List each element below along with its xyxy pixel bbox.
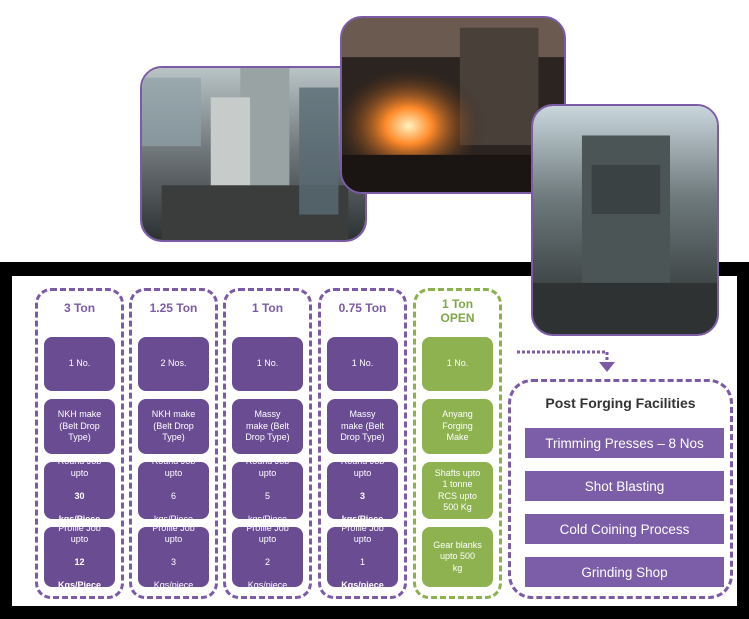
hammer-column-3-ton: 3 Ton 1 No. NKH make (Belt Drop Type) Ro… (35, 288, 124, 599)
make-cell: NKH make (Belt Drop Type) (44, 399, 115, 454)
hammer-column-1-25-ton: 1.25 Ton 2 Nos. NKH make (Belt Drop Type… (129, 288, 218, 599)
round-job-unit: kgs/Piece (153, 513, 193, 524)
flow-arrow-icon (517, 350, 615, 372)
profile-job-value: 12 (74, 557, 85, 567)
profile-job-unit: Kgs/piece (341, 580, 384, 590)
make-cell: NKH make (Belt Drop Type) (138, 399, 209, 454)
shafts-cell: Shafts upto 1 tonne RCS upto 500 Kg (422, 462, 493, 519)
quantity-cell: 1 No. (44, 337, 115, 391)
round-job-label: Round Job upto (57, 456, 102, 478)
column-title: 1 Ton (251, 301, 284, 315)
round-job-unit: kgs/Piece (58, 513, 101, 524)
profile-job-label: Profile Job upto (246, 522, 289, 545)
profile-job-label: Profile Job upto (152, 522, 195, 545)
make-cell: Massy make (Belt Drop Type) (327, 399, 398, 454)
column-title: 1 Ton OPEN (440, 297, 475, 325)
drop-hammer-photo (531, 104, 719, 336)
profile-job-value: 3 (170, 557, 176, 567)
post-forging-facilities-panel: Post Forging Facilities Trimming Presses… (508, 379, 733, 599)
round-job-cell: Round Job upto 3 kgs/Piece (327, 456, 398, 524)
facility-cold-coining: Cold Coining Process (525, 514, 724, 544)
facility-grinding-shop: Grinding Shop (525, 557, 724, 587)
round-job-label: Round Job upto (151, 456, 196, 478)
gear-blanks-cell: Gear blanks upto 500 kg (422, 527, 493, 587)
column-title: 0.75 Ton (338, 301, 387, 315)
facility-shot-blasting: Shot Blasting (525, 471, 724, 501)
profile-job-unit: Kgs/piece (153, 580, 194, 590)
hammer-machine-photo-1 (140, 66, 367, 242)
profile-job-value: 2 (264, 557, 270, 567)
round-job-unit: kgs/Piece (247, 513, 287, 524)
round-job-value: 5 (264, 490, 270, 501)
make-cell: Massy make (Belt Drop Type) (232, 399, 303, 454)
round-job-unit: kgs/Piece (341, 513, 384, 524)
post-forging-title: Post Forging Facilities (545, 395, 696, 411)
column-title: 1.25 Ton (149, 301, 198, 315)
hammer-column-0-75-ton: 0.75 Ton 1 No. Massy make (Belt Drop Typ… (318, 288, 407, 599)
round-job-label: Round Job upto (245, 456, 290, 478)
profile-job-cell: Profile Job upto 3 Kgs/piece (138, 523, 209, 590)
round-job-cell: Round Job upto 5 kgs/Piece (232, 456, 303, 524)
profile-job-unit: Kgs/Piece (57, 580, 102, 590)
profile-job-label: Profile Job upto (341, 522, 384, 545)
column-title: 3 Ton (63, 301, 96, 315)
quantity-cell: 2 Nos. (138, 337, 209, 391)
forging-furnace-photo (340, 16, 566, 194)
facility-trimming-presses: Trimming Presses – 8 Nos (525, 428, 724, 458)
round-job-cell: Round Job upto 6 kgs/Piece (138, 456, 209, 524)
quantity-cell: 1 No. (327, 337, 398, 391)
quantity-cell: 1 No. (232, 337, 303, 391)
hammer-column-1-ton: 1 Ton 1 No. Massy make (Belt Drop Type) … (223, 288, 312, 599)
round-job-label: Round Job upto (340, 456, 385, 478)
profile-job-cell: Profile Job upto 12 Kgs/Piece (44, 523, 115, 590)
make-cell: Anyang Forging Make (422, 399, 493, 454)
profile-job-cell: Profile Job upto 1 Kgs/piece (327, 523, 398, 590)
profile-job-value: 1 (359, 557, 365, 567)
round-job-value: 30 (74, 490, 85, 501)
round-job-value: 3 (359, 490, 365, 501)
round-job-value: 6 (170, 490, 176, 501)
quantity-cell: 1 No. (422, 337, 493, 391)
profile-job-label: Profile Job upto (58, 522, 101, 545)
profile-job-unit: Kgs/piece (247, 580, 288, 590)
profile-job-cell: Profile Job upto 2 Kgs/piece (232, 523, 303, 590)
hammer-column-1-ton-open: 1 Ton OPEN 1 No. Anyang Forging Make Sha… (413, 288, 502, 599)
round-job-cell: Round Job upto 30 kgs/Piece (44, 456, 115, 524)
